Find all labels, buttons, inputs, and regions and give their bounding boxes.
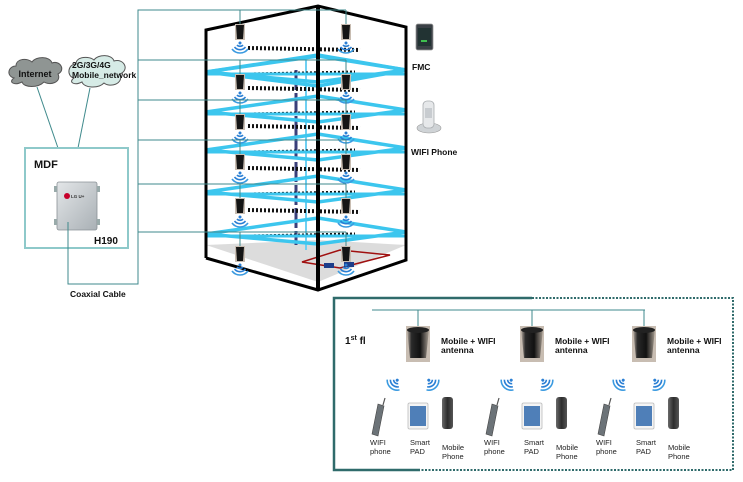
- mobile-network-link: [77, 87, 91, 149]
- ceiling-antenna-icon: [235, 24, 245, 40]
- mdf-box: [24, 147, 129, 249]
- fmc-label: FMC: [412, 62, 430, 72]
- antenna-label: Mobile + WIFI: [441, 336, 496, 346]
- ceiling-antenna-icon: [235, 246, 245, 262]
- device-label: phone: [370, 447, 391, 456]
- device-label: WIFI: [484, 438, 500, 447]
- svg-text:LG U+: LG U+: [71, 194, 85, 199]
- mobile-phone-icon: [442, 397, 453, 429]
- device-label: Smart: [410, 438, 431, 447]
- device-label: Phone: [556, 452, 578, 461]
- antenna-label: Mobile + WIFI: [667, 336, 722, 346]
- device-label: Phone: [442, 452, 464, 461]
- mobile-network-label-1: 2G/3G/4G: [72, 60, 111, 70]
- device-label: Phone: [668, 452, 690, 461]
- device-label: Mobile: [668, 443, 690, 452]
- wifi-phone-icon: [485, 397, 500, 437]
- coaxial-cable-trunk: [67, 9, 240, 285]
- mobile-phone-icon: [556, 397, 567, 429]
- wifi-phone-icon: [371, 397, 386, 437]
- wifi-phone-label: WIFI Phone: [411, 147, 458, 157]
- fmc-smartphone-icon: [415, 23, 434, 51]
- h190-label: H190: [94, 236, 118, 247]
- mobile-wifi-antenna-icon: [406, 326, 430, 362]
- device-label: Mobile: [442, 443, 464, 452]
- h190-device-icon: LG U+: [54, 181, 100, 231]
- building: [138, 4, 408, 292]
- ceiling-antenna-icon: [341, 114, 351, 130]
- device-label: PAD: [524, 447, 539, 456]
- ceiling-antenna-icon: [235, 74, 245, 90]
- ceiling-antenna-icon: [235, 154, 245, 170]
- signal-icon: [420, 373, 443, 394]
- mobile-wifi-antenna-icon: [632, 326, 656, 362]
- tablet-icon: [521, 402, 543, 430]
- floor-detail-panel: [332, 296, 734, 472]
- signal-icon: [534, 373, 557, 394]
- internet-label: Internet: [18, 69, 51, 79]
- device-label: Mobile: [556, 443, 578, 452]
- antenna-label: antenna: [555, 345, 588, 355]
- ceiling-antenna-icon: [235, 114, 245, 130]
- antenna-label: antenna: [667, 345, 700, 355]
- ceiling-antenna-icon: [235, 198, 245, 214]
- signal-icon: [609, 373, 632, 394]
- ceiling-antenna-icon: [341, 154, 351, 170]
- device-label: WIFI: [370, 438, 386, 447]
- wifi-phone-icon: [597, 397, 612, 437]
- signal-icon: [646, 373, 669, 394]
- device-label: Smart: [524, 438, 545, 447]
- coaxial-cable-label: Coaxial Cable: [70, 289, 126, 299]
- tablet-icon: [407, 402, 429, 430]
- internet-cloud: Internet: [8, 57, 63, 87]
- device-label: Smart: [636, 438, 657, 447]
- mdf-title: MDF: [34, 159, 58, 171]
- device-label: PAD: [636, 447, 651, 456]
- ceiling-antenna-icon: [341, 24, 351, 40]
- ceiling-antenna-icon: [341, 198, 351, 214]
- antenna-label: Mobile + WIFI: [555, 336, 610, 346]
- mobile-phone-icon: [668, 397, 679, 429]
- device-label: phone: [596, 447, 617, 456]
- ceiling-antenna-icon: [341, 74, 351, 90]
- floor-label: 1st fl: [345, 335, 366, 347]
- mobile-wifi-antenna-icon: [520, 326, 544, 362]
- mobile-network-label-2: Mobile_network: [72, 70, 137, 80]
- mobile-network-cloud: 2G/3G/4G Mobile_network: [68, 55, 137, 88]
- ceiling-antenna-icon: [341, 246, 351, 262]
- antenna-label: antenna: [441, 345, 474, 355]
- signal-icon: [497, 373, 520, 394]
- wifi-desk-phone-icon: [416, 100, 442, 134]
- device-label: phone: [484, 447, 505, 456]
- device-label: PAD: [410, 447, 425, 456]
- signal-icon: [383, 373, 406, 394]
- internet-link: [36, 86, 59, 149]
- tablet-icon: [633, 402, 655, 430]
- device-label: WIFI: [596, 438, 612, 447]
